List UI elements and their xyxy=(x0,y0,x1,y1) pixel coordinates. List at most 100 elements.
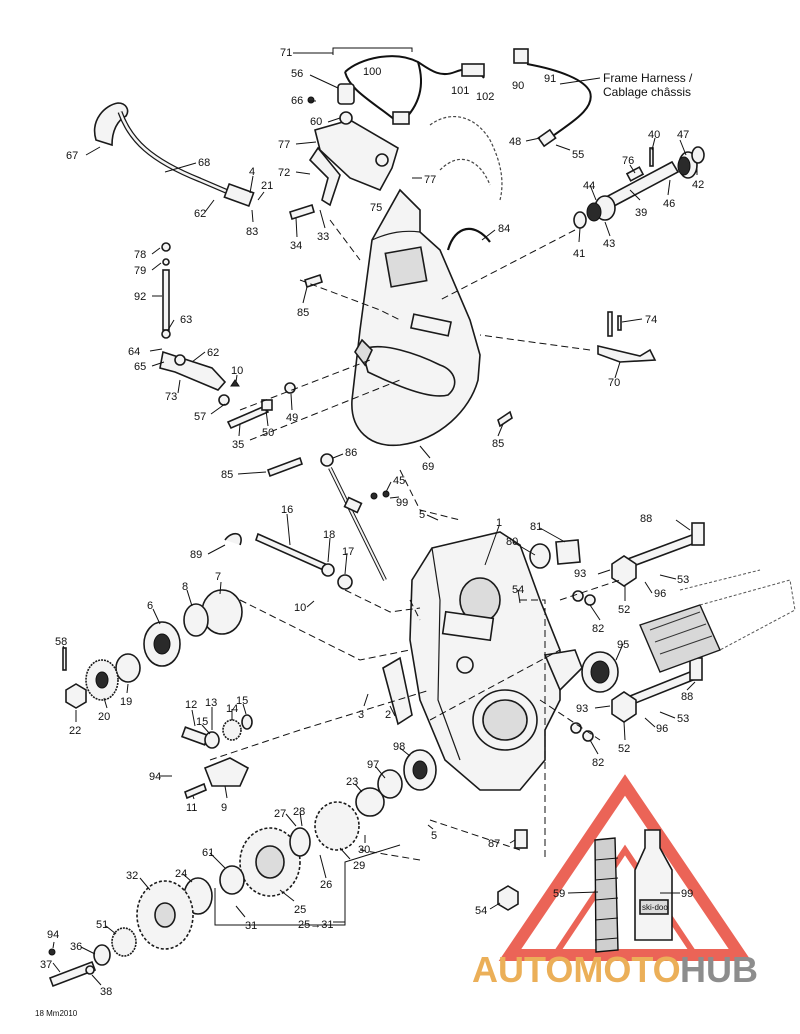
callout-45: 45 xyxy=(393,475,405,487)
callout-14: 14 xyxy=(226,703,238,715)
callout-82-bottom: 82 xyxy=(592,757,604,769)
callout-76: 76 xyxy=(622,155,634,167)
callout-73: 73 xyxy=(165,391,177,403)
callout-54-top: 54 xyxy=(512,584,524,596)
callout-75: 75 xyxy=(370,202,382,214)
callout-77-right: 77 xyxy=(424,174,436,186)
callout-49: 49 xyxy=(286,412,298,424)
callout-100: 100 xyxy=(363,66,381,78)
callout-58: 58 xyxy=(55,636,67,648)
callout-72: 72 xyxy=(278,167,290,179)
callout-62-mid: 62 xyxy=(207,347,219,359)
callout-5-bottom: 5 xyxy=(431,830,437,842)
harness-label-en: Frame Harness / xyxy=(603,71,693,85)
callout-23: 23 xyxy=(346,776,358,788)
callout-55: 55 xyxy=(572,149,584,161)
callout-69: 69 xyxy=(422,461,434,473)
callout-60: 60 xyxy=(310,116,322,128)
callout-102: 102 xyxy=(476,91,494,103)
callout-47: 47 xyxy=(677,129,689,141)
callout-41: 41 xyxy=(573,248,585,260)
callout-85-lower: 85 xyxy=(221,469,233,481)
callout-59: 59 xyxy=(553,888,565,900)
callout-99-top: 99 xyxy=(396,497,408,509)
callout-78: 78 xyxy=(134,249,146,261)
callout-95: 95 xyxy=(617,639,629,651)
automotohub-watermark: AUTOMOTO HUB xyxy=(472,774,758,990)
callout-83: 83 xyxy=(246,226,258,238)
callout-96-bottom: 96 xyxy=(656,723,668,735)
callout-21: 21 xyxy=(261,180,273,192)
callout-3: 3 xyxy=(358,709,364,721)
bolts xyxy=(226,203,513,478)
callout-57: 57 xyxy=(194,411,206,423)
callout-68: 68 xyxy=(198,157,210,169)
wire-84 xyxy=(446,227,491,251)
callout-51: 51 xyxy=(96,919,108,931)
tensioner-block-9 xyxy=(180,714,253,787)
callout-15-left: 15 xyxy=(196,716,208,728)
callout-43: 43 xyxy=(603,238,615,250)
callout-85-upper: 85 xyxy=(297,307,309,319)
callout-91: 91 xyxy=(544,73,556,85)
harness-connector-2 xyxy=(392,111,410,125)
callout-20: 20 xyxy=(98,711,110,723)
brake-lever-assembly xyxy=(93,102,255,208)
splined-shaft xyxy=(639,569,796,673)
callout-30: 30 xyxy=(358,844,370,856)
callout-86: 86 xyxy=(345,447,357,459)
callout-82-top: 82 xyxy=(592,623,604,635)
callout-97: 97 xyxy=(367,759,379,771)
shaft-assembly-39 xyxy=(573,146,705,229)
callout-16: 16 xyxy=(281,504,293,516)
callout-52-top: 52 xyxy=(618,604,630,616)
callout-88-top: 88 xyxy=(640,513,652,525)
callout-40: 40 xyxy=(648,129,660,141)
callout-96-top: 96 xyxy=(654,588,666,600)
callout-9: 9 xyxy=(221,802,227,814)
assembly-lines xyxy=(209,219,621,861)
callout-24: 24 xyxy=(175,868,187,880)
tensioner-86 xyxy=(320,453,390,581)
callout-88-bottom: 88 xyxy=(681,691,693,703)
callout-89: 89 xyxy=(190,549,202,561)
callout-1: 1 xyxy=(496,517,502,529)
callout-labels: 71 100 101 102 90 91 56 66 60 67 68 77 7… xyxy=(40,47,704,998)
callout-84: 84 xyxy=(498,223,510,235)
callout-48: 48 xyxy=(509,136,521,148)
frame-connector xyxy=(513,48,529,64)
callout-5-top: 5 xyxy=(419,509,425,521)
callout-8: 8 xyxy=(182,581,188,593)
callout-31: 31 xyxy=(245,920,257,932)
drawing-reference: 18 Mm2010 xyxy=(35,1009,78,1018)
callout-38: 38 xyxy=(100,986,112,998)
callout-62-top: 62 xyxy=(194,208,206,220)
chaincase-cover-69 xyxy=(351,188,481,447)
callout-64: 64 xyxy=(128,346,140,358)
callout-90: 90 xyxy=(512,80,524,92)
callout-15-right: 15 xyxy=(236,695,248,707)
callout-19: 19 xyxy=(120,696,132,708)
lower-sprocket-assembly xyxy=(48,801,360,988)
callout-81: 81 xyxy=(530,521,542,533)
chain-and-oil-bottle: ski-doo xyxy=(594,829,673,953)
callout-52-bottom: 52 xyxy=(618,743,630,755)
callout-85-right: 85 xyxy=(492,438,504,450)
callout-2: 2 xyxy=(385,709,391,721)
callout-92: 92 xyxy=(134,291,146,303)
bolt-16 xyxy=(255,532,331,574)
callout-93-bottom: 93 xyxy=(576,703,588,715)
callout-12: 12 xyxy=(185,699,197,711)
callout-22: 22 xyxy=(69,725,81,737)
connector-48 xyxy=(537,128,557,148)
callout-61: 61 xyxy=(202,847,214,859)
callout-46: 46 xyxy=(663,198,675,210)
callout-39: 39 xyxy=(635,207,647,219)
callout-34: 34 xyxy=(290,240,302,252)
part-56 xyxy=(337,83,355,105)
callout-53-top: 53 xyxy=(677,574,689,586)
warning-decal xyxy=(384,246,428,288)
callout-94-bottom: 94 xyxy=(47,929,59,941)
callout-37: 37 xyxy=(40,959,52,971)
